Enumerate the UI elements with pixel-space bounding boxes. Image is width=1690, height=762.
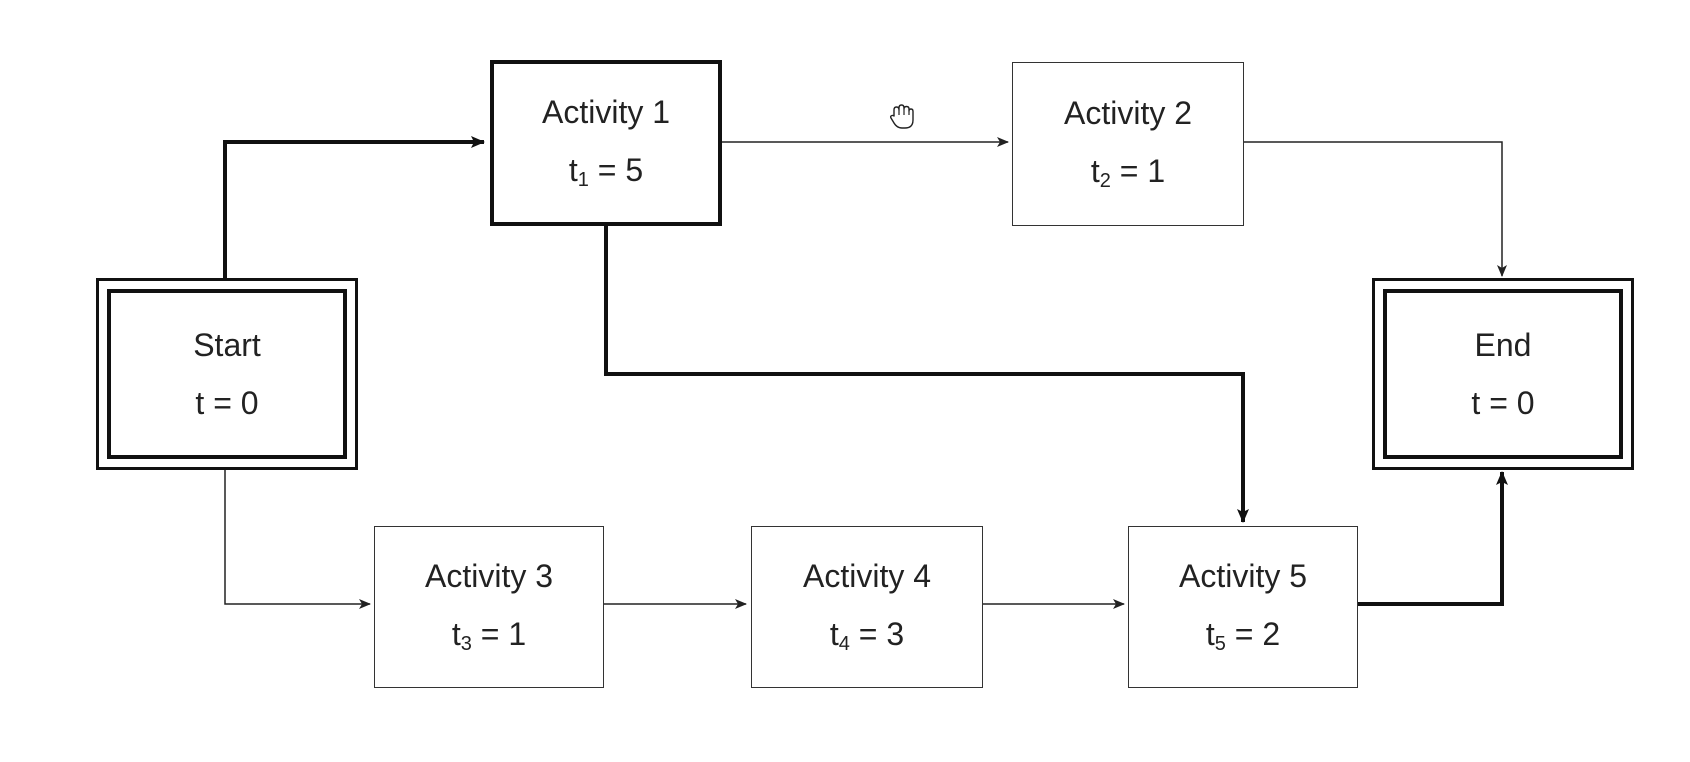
- edge-activity-1-to-activity-5: [604, 224, 1249, 523]
- activity-1-duration-var: t: [568, 152, 578, 188]
- end-node: End t = 0: [1372, 278, 1634, 470]
- hand-grab-icon: [889, 104, 914, 129]
- activity-3-duration-sub: 3: [460, 633, 472, 655]
- activity-2-node: Activity 2 t2 = 1: [1012, 62, 1244, 226]
- activity-1-duration: t1 = 5: [569, 154, 643, 190]
- activity-3-label: Activity 3: [424, 558, 554, 594]
- start-node: Start t = 0: [96, 278, 358, 470]
- activity-3-duration-value: = 1: [471, 616, 527, 652]
- activity-4-duration-var: t: [829, 616, 839, 652]
- activity-1-label: Activity 1: [541, 94, 671, 130]
- activity-2-duration-sub: 2: [1099, 170, 1111, 192]
- activity-5-duration-var: t: [1205, 616, 1215, 652]
- activity-2-label: Activity 2: [1063, 95, 1193, 131]
- activity-4-duration-sub: 4: [838, 633, 850, 655]
- start-formula: t = 0: [195, 385, 259, 421]
- activity-5-label: Activity 5: [1178, 558, 1308, 594]
- activity-3-duration-var: t: [451, 616, 461, 652]
- edge-activity-5-to-end: [1356, 471, 1508, 606]
- end-label: End: [1474, 327, 1532, 363]
- edge-start-to-activity-1: [223, 136, 485, 278]
- activity-3-node: Activity 3 t3 = 1: [374, 526, 604, 688]
- activity-4-duration-value: = 3: [849, 616, 905, 652]
- activity-4-duration: t4 = 3: [830, 618, 904, 654]
- end-formula: t = 0: [1471, 385, 1535, 421]
- start-node-inner: Start t = 0: [107, 289, 347, 459]
- activity-2-duration-value: = 1: [1110, 153, 1166, 189]
- activity-5-node: Activity 5 t5 = 2: [1128, 526, 1358, 688]
- activity-5-duration-sub: 5: [1214, 633, 1226, 655]
- activity-4-label: Activity 4: [802, 558, 932, 594]
- activity-3-duration: t3 = 1: [452, 618, 526, 654]
- start-label: Start: [193, 327, 261, 363]
- end-node-inner: End t = 0: [1383, 289, 1623, 459]
- activity-5-duration: t5 = 2: [1206, 618, 1280, 654]
- activity-1-duration-sub: 1: [577, 169, 589, 191]
- activity-2-duration-var: t: [1090, 153, 1100, 189]
- edge-activity-2-to-end: [1241, 141, 1507, 277]
- activity-5-duration-value: = 2: [1225, 616, 1281, 652]
- edge-start-to-activity-3: [224, 470, 371, 609]
- activity-2-duration: t2 = 1: [1091, 155, 1165, 191]
- activity-4-node: Activity 4 t4 = 3: [751, 526, 983, 688]
- activity-1-node: Activity 1 t1 = 5: [490, 60, 722, 226]
- activity-1-duration-value: = 5: [588, 152, 644, 188]
